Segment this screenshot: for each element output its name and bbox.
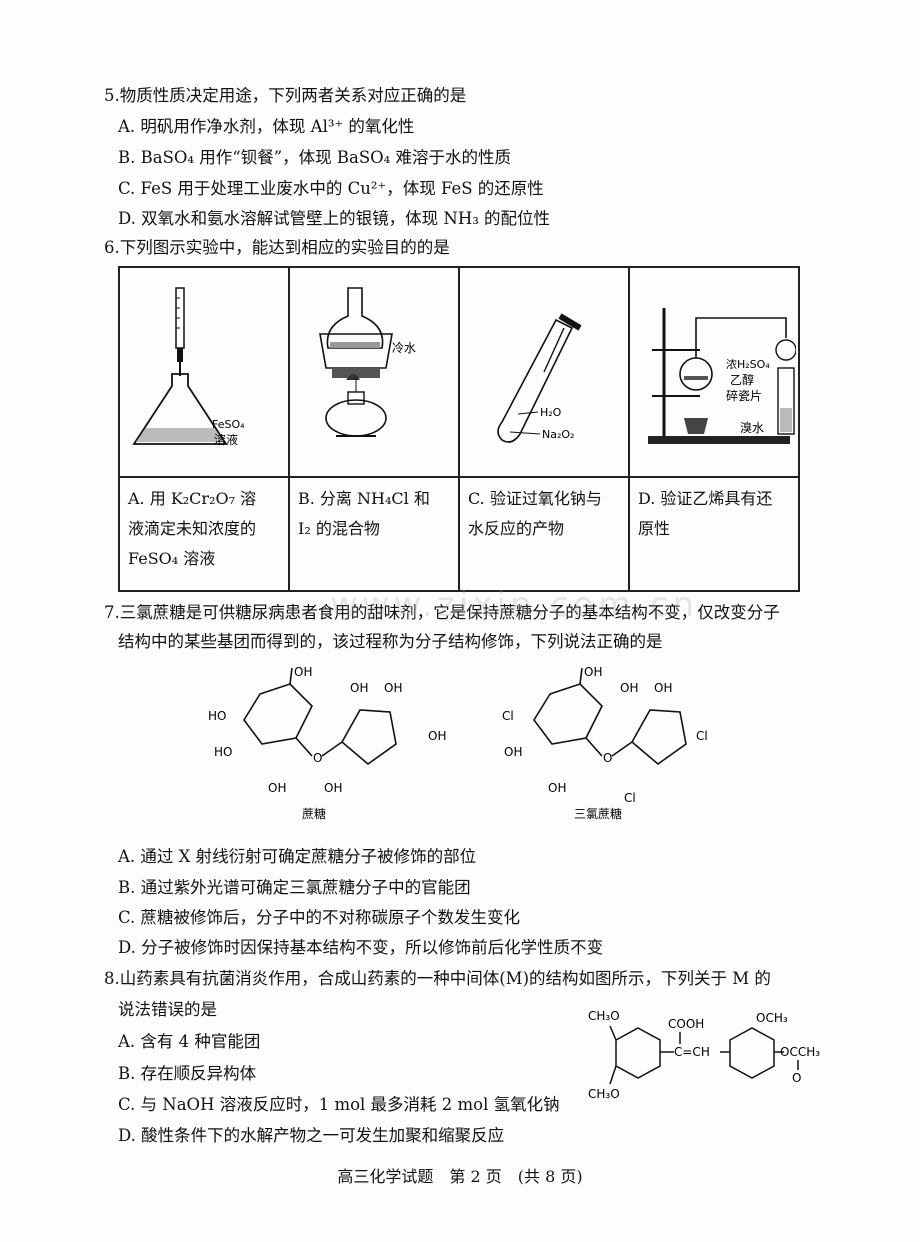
q5-option-d: D. 双氧水和氨水溶解试管壁上的银镜，体现 NH₃ 的配位性 — [118, 209, 551, 228]
fig-c-label-na2o2: Na₂O₂ — [542, 428, 574, 441]
svg-text:OCH₃: OCH₃ — [756, 1011, 788, 1025]
fig-d-label-acid: 浓H₂SO₄ — [726, 358, 770, 371]
fig-b-label-water: 冷水 — [392, 341, 416, 355]
svg-text:COOH: COOH — [668, 1017, 704, 1031]
q7-option-c: C. 蔗糖被修饰后，分子中的不对称碳原子个数发生变化 — [118, 908, 521, 927]
fig-c-label-h2o: H₂O — [540, 406, 562, 419]
svg-text:O: O — [603, 751, 612, 765]
q5-option-b: B. BaSO₄ 用作“钡餐”，体现 BaSO₄ 难溶于水的性质 — [118, 148, 512, 167]
caption-b: B. 分离 NH₄Cl 和 I₂ 的混合物 — [288, 476, 460, 592]
q5-option-c: C. FeS 用于处理工业废水中的 Cu²⁺，体现 FeS 的还原性 — [118, 179, 544, 198]
q7-option-a: A. 通过 X 射线衍射可确定蔗糖分子被修饰的部位 — [118, 847, 477, 866]
sublimation-apparatus-figure: 冷水 — [319, 287, 416, 437]
q6-experiment-table: FeSO₄ 溶液 冷水 — [118, 266, 800, 592]
fig-a-cell: FeSO₄ 溶液 — [118, 266, 290, 478]
svg-text:OH: OH — [350, 681, 368, 695]
svg-text:OH: OH — [384, 681, 402, 695]
test-tube-figure: H₂O Na₂O₂ — [497, 313, 582, 443]
svg-text:OH: OH — [428, 729, 446, 743]
svg-text:OH: OH — [584, 665, 602, 679]
watermark: www.zixin.com.cn — [330, 585, 698, 625]
sucrose-name: 蔗糖 — [302, 806, 326, 821]
sucralose-structure: OH Cl OH OH O OH OH Cl Cl 三氯蔗糖 — [502, 665, 708, 821]
titration-apparatus-figure: FeSO₄ 溶液 — [132, 287, 245, 447]
fig-d-label-ethanol: 乙醇 — [730, 372, 754, 387]
svg-text:Cl: Cl — [624, 791, 636, 805]
svg-text:O: O — [792, 1071, 801, 1085]
q8-option-b: B. 存在顺反异构体 — [118, 1064, 257, 1083]
fig-d-label-chips: 碎瓷片 — [726, 388, 762, 403]
caption-d: D. 验证乙烯具有还 原性 — [628, 476, 800, 592]
fig-a-label-1: FeSO₄ — [212, 418, 245, 431]
ethylene-apparatus-figure: 浓H₂SO₄ 乙醇 碎瓷片 溴水 — [648, 308, 797, 444]
svg-text:OH: OH — [294, 665, 312, 679]
q5-stem: 5.物质性质决定用途，下列两者关系对应正确的是 — [104, 86, 467, 105]
q6-stem: 6.下列图示实验中，能达到相应的实验目的的是 — [104, 238, 450, 257]
svg-text:OH: OH — [548, 781, 566, 795]
svg-text:OH: OH — [268, 781, 286, 795]
page-footer: 高三化学试题 第 2 页 (共 8 页) — [337, 1167, 583, 1186]
svg-text:OH: OH — [654, 681, 672, 695]
q7-option-b: B. 通过紫外光谱可确定三氯蔗糖分子中的官能团 — [118, 878, 471, 897]
svg-text:OH: OH — [620, 681, 638, 695]
q8-stem-1: 8.山药素具有抗菌消炎作用，合成山药素的一种中间体(M)的结构如图所示，下列关于… — [104, 969, 771, 988]
svg-text:Cl: Cl — [696, 729, 708, 743]
q7-option-d: D. 分子被修饰时因保持基本结构不变，所以修饰前后化学性质不变 — [118, 938, 604, 957]
q7-stem-2: 结构中的某些基团而得到的，该过程称为分子结构修饰，下列说法正确的是 — [118, 632, 663, 651]
svg-text:Cl: Cl — [502, 709, 514, 723]
fig-d-label-bromine: 溴水 — [740, 421, 764, 435]
svg-text:HO: HO — [214, 745, 232, 759]
fig-b-cell: 冷水 — [288, 266, 460, 478]
svg-text:HO: HO — [208, 709, 226, 723]
svg-text:CH₃O: CH₃O — [588, 1087, 620, 1101]
sucralose-name: 三氯蔗糖 — [574, 806, 622, 821]
sucrose-structure: OH HO HO OH O OH OH OH OH 蔗糖 — [208, 665, 446, 821]
caption-a: A. 用 K₂Cr₂O₇ 溶 液滴定未知浓度的 FeSO₄ 溶液 — [118, 476, 290, 592]
svg-text:O: O — [313, 751, 322, 765]
q5-option-a: A. 明矾用作净水剂，体现 Al³⁺ 的氧化性 — [118, 117, 415, 136]
svg-text:OCCH₃: OCCH₃ — [780, 1045, 820, 1059]
fig-c-cell: H₂O Na₂O₂ — [458, 266, 630, 478]
svg-text:CH₃O: CH₃O — [588, 1009, 620, 1023]
q8-option-d: D. 酸性条件下的水解产物之一可发生加聚和缩聚反应 — [118, 1126, 505, 1145]
fig-d-cell: 浓H₂SO₄ 乙醇 碎瓷片 溴水 — [628, 266, 800, 478]
svg-text:OH: OH — [324, 781, 342, 795]
compound-m-structure: CH₃O COOH OCH₃ C=CH OCCH₃ O CH₃O — [588, 1009, 820, 1101]
fig-a-label-2: 溶液 — [214, 432, 238, 447]
caption-c: C. 验证过氧化钠与 水反应的产物 — [458, 476, 630, 592]
svg-text:OH: OH — [504, 745, 522, 759]
q7-stem-1: 7.三氯蔗糖是可供糖尿病患者食用的甜味剂，它是保持蔗糖分子的基本结构不变，仅改变… — [104, 603, 780, 622]
q8-option-a: A. 含有 4 种官能团 — [118, 1032, 261, 1051]
q8-stem-2: 说法错误的是 — [118, 1000, 217, 1019]
svg-text:C=CH: C=CH — [674, 1045, 710, 1059]
q8-option-c: C. 与 NaOH 溶液反应时，1 mol 最多消耗 2 mol 氢氧化钠 — [118, 1095, 560, 1114]
